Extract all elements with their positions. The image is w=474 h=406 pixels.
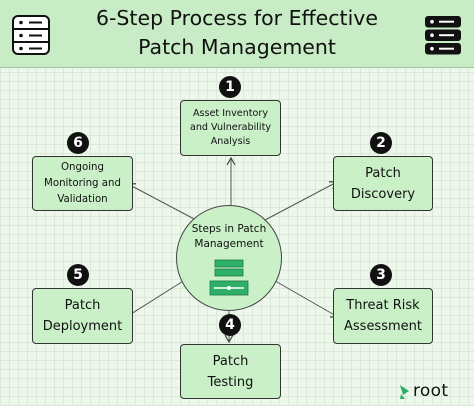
database-outline-icon bbox=[12, 15, 50, 55]
center-hub: Steps in Patch Management bbox=[176, 205, 282, 311]
arrow-to-step-5 bbox=[121, 277, 189, 320]
step-label-3: Threat Risk Assessment bbox=[344, 298, 422, 334]
server-rack-icon bbox=[209, 259, 249, 296]
root-logo-icon bbox=[400, 385, 409, 399]
step-box-1: Asset Inventory and Vulnerability Analys… bbox=[180, 100, 281, 156]
step-label-6: Ongoing Monitoring and Validation bbox=[44, 161, 121, 205]
arrow-to-step-3 bbox=[269, 277, 340, 318]
step-badge-1: 1 bbox=[219, 76, 241, 98]
arrow-to-step-6 bbox=[126, 183, 197, 221]
step-box-5: Patch Deployment bbox=[32, 288, 133, 344]
arrow-to-step-2 bbox=[264, 181, 339, 221]
step-badge-3: 3 bbox=[370, 264, 392, 286]
step-label-1: Asset Inventory and Vulnerability Analys… bbox=[189, 108, 272, 147]
step-label-5: Patch Deployment bbox=[42, 298, 123, 334]
step-label-4: Patch Testing bbox=[207, 353, 254, 390]
root-logo-text: root bbox=[413, 381, 449, 401]
step-badge-5: 5 bbox=[67, 264, 89, 286]
center-label: Steps in Patch Management bbox=[191, 223, 267, 250]
step-box-4: Patch Testing bbox=[180, 344, 281, 399]
step-box-2: Patch Discovery bbox=[333, 156, 433, 211]
step-box-3: Threat Risk Assessment bbox=[333, 288, 433, 344]
step-box-6: Ongoing Monitoring and Validation bbox=[32, 156, 133, 211]
header-banner bbox=[0, 0, 474, 68]
page-title: 6-Step Process for Effective Patch Manag… bbox=[95, 6, 379, 59]
database-solid-icon bbox=[425, 16, 461, 55]
step-badge-2: 2 bbox=[370, 132, 392, 154]
step-badge-6: 6 bbox=[67, 132, 89, 154]
step-label-2: Patch Discovery bbox=[350, 165, 416, 202]
step-badge-4: 4 bbox=[219, 314, 241, 336]
